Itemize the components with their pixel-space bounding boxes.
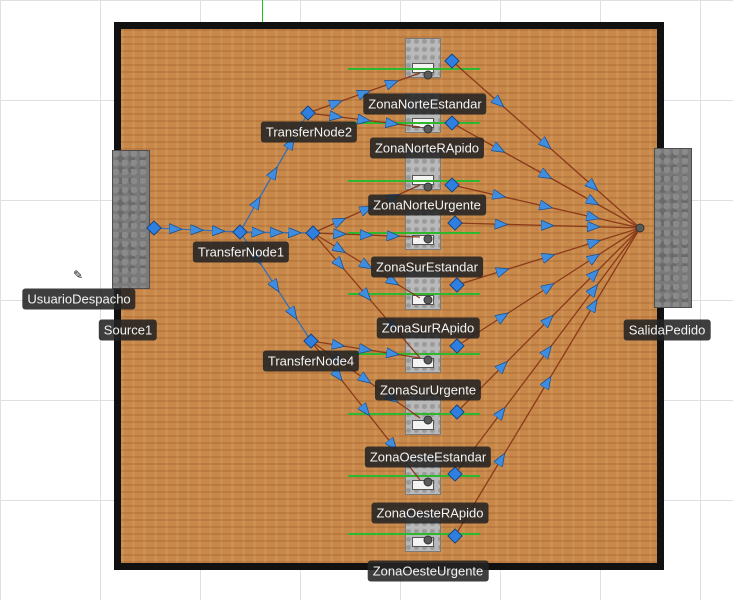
source-wall bbox=[112, 150, 150, 289]
label-transfer-node-2[interactable]: TransferNode2 bbox=[260, 121, 358, 143]
label-server[interactable]: ZonaOesteRApido bbox=[371, 502, 489, 524]
label-sink[interactable]: SalidaPedido bbox=[623, 319, 711, 341]
node-layer bbox=[146, 53, 645, 545]
server-output-node[interactable] bbox=[444, 53, 460, 69]
label-server[interactable]: ZonaSurUrgente bbox=[374, 379, 482, 401]
server-output-node[interactable] bbox=[449, 338, 465, 354]
server-input-node[interactable] bbox=[423, 295, 433, 305]
server-output-node[interactable] bbox=[444, 177, 460, 193]
server-zona-sur-estandar[interactable] bbox=[405, 210, 441, 250]
label-server[interactable]: ZonaSurRApido bbox=[376, 317, 480, 339]
path-server-sink[interactable] bbox=[454, 223, 641, 228]
server-output-node[interactable] bbox=[449, 277, 465, 293]
cursor-icon: ✎ bbox=[73, 268, 84, 282]
label-server[interactable]: ZonaOesteEstandar bbox=[364, 446, 492, 468]
label-transfer-node-1[interactable]: TransferNode1 bbox=[192, 241, 290, 263]
path-mid-server[interactable] bbox=[312, 232, 421, 359]
server-input-node[interactable] bbox=[423, 477, 433, 487]
transfer-node-1[interactable] bbox=[232, 224, 248, 240]
server-input-node[interactable] bbox=[423, 182, 433, 192]
transfer-node-2[interactable] bbox=[300, 105, 316, 121]
server-output-node[interactable] bbox=[447, 528, 463, 544]
label-source-entity[interactable]: UsuarioDespacho bbox=[22, 288, 136, 310]
sink-input-node[interactable] bbox=[635, 223, 645, 233]
label-server[interactable]: ZonaOesteUrgente bbox=[367, 560, 489, 582]
sink-wall bbox=[654, 148, 692, 308]
server-zona-norte-estandar[interactable] bbox=[405, 38, 441, 78]
label-transfer-node-4[interactable]: TransferNode4 bbox=[262, 350, 360, 372]
path-source-transfer1[interactable] bbox=[153, 228, 241, 232]
label-server[interactable]: ZonaNorteRApido bbox=[369, 137, 485, 159]
path-transfer2-server[interactable] bbox=[307, 72, 421, 114]
server-output-node[interactable] bbox=[447, 215, 463, 231]
path-transfer2-server[interactable] bbox=[307, 113, 421, 127]
path-transfer1-mid[interactable] bbox=[239, 232, 314, 233]
path-mid-server[interactable] bbox=[312, 184, 421, 234]
server-input-node[interactable] bbox=[423, 124, 433, 134]
path-server-sink[interactable] bbox=[454, 227, 641, 537]
path-server-sink[interactable] bbox=[451, 184, 641, 229]
server-input-node[interactable] bbox=[423, 234, 433, 244]
path-transfer4-server[interactable] bbox=[310, 341, 421, 359]
server-input-node[interactable] bbox=[423, 70, 433, 80]
transfer-node-4[interactable] bbox=[303, 333, 319, 349]
path-server-sink[interactable] bbox=[456, 227, 641, 347]
label-server[interactable]: ZonaNorteUrgente bbox=[368, 194, 486, 216]
server-input-node[interactable] bbox=[423, 415, 433, 425]
path-server-sink[interactable] bbox=[456, 227, 641, 413]
label-server[interactable]: ZonaNorteEstandar bbox=[363, 93, 487, 115]
server-input-node[interactable] bbox=[423, 535, 433, 545]
label-server[interactable]: ZonaSurEstandar bbox=[371, 256, 483, 278]
server-output-node[interactable] bbox=[447, 466, 463, 482]
server-input-node[interactable] bbox=[423, 355, 433, 365]
source-output-node[interactable] bbox=[146, 220, 162, 236]
transfer-node-mid[interactable] bbox=[305, 225, 321, 241]
label-source[interactable]: Source1 bbox=[98, 319, 158, 341]
server-output-node[interactable] bbox=[444, 115, 460, 131]
server-output-node[interactable] bbox=[449, 404, 465, 420]
path-mid-server[interactable] bbox=[312, 233, 421, 237]
green-axis-line bbox=[262, 0, 263, 22]
